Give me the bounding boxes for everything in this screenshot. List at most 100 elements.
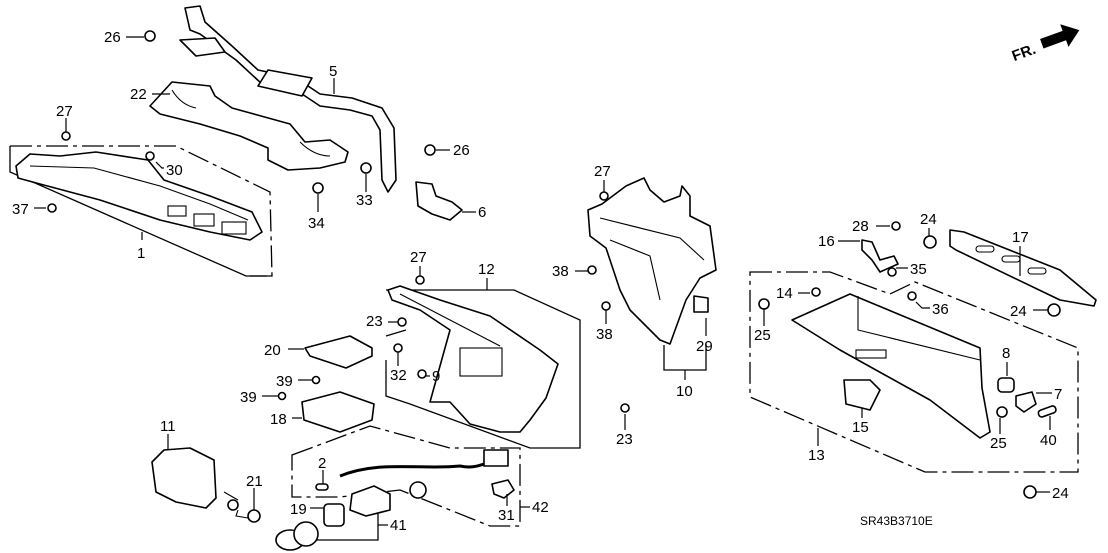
callout-24[interactable]: 24 xyxy=(1010,303,1027,320)
harness-socket[interactable] xyxy=(409,481,427,499)
screw-9[interactable] xyxy=(417,369,427,379)
screw-38b[interactable] xyxy=(601,301,611,311)
callout-12[interactable]: 12 xyxy=(478,261,495,278)
callout-15[interactable]: 15 xyxy=(852,419,869,436)
part-10-center-bracket[interactable] xyxy=(587,177,717,345)
part-6-bracket[interactable] xyxy=(415,181,463,221)
clip-14[interactable] xyxy=(811,287,821,297)
callout-16[interactable]: 16 xyxy=(818,233,835,250)
callout-1[interactable]: 1 xyxy=(137,245,145,262)
bolt-26b[interactable] xyxy=(424,144,436,156)
callout-9[interactable]: 9 xyxy=(432,368,440,385)
callout-23[interactable]: 23 xyxy=(616,431,633,448)
callout-25[interactable]: 25 xyxy=(990,435,1007,452)
callout-27[interactable]: 27 xyxy=(410,249,427,266)
clip-25b[interactable] xyxy=(996,406,1008,418)
callout-35[interactable]: 35 xyxy=(910,261,927,278)
callout-24[interactable]: 24 xyxy=(1052,485,1069,502)
callout-41[interactable]: 41 xyxy=(390,517,407,534)
part-2-bulb[interactable] xyxy=(315,483,329,491)
callout-11[interactable]: 11 xyxy=(160,418,176,435)
callout-7[interactable]: 7 xyxy=(1054,386,1062,403)
screw-23b[interactable] xyxy=(620,403,630,413)
callout-26[interactable]: 26 xyxy=(104,29,121,46)
part-7-hinge[interactable] xyxy=(1015,391,1037,413)
bolt-33[interactable] xyxy=(360,162,372,174)
callout-38[interactable]: 38 xyxy=(552,263,569,280)
bolt-24a[interactable] xyxy=(923,235,937,249)
nut-32[interactable] xyxy=(393,343,403,353)
part-40-pin[interactable] xyxy=(1037,405,1057,418)
callout-6[interactable]: 6 xyxy=(478,204,486,221)
callout-40[interactable]: 40 xyxy=(1040,432,1057,449)
nut-28[interactable] xyxy=(891,221,901,231)
callout-34[interactable]: 34 xyxy=(308,215,325,232)
clip-27b[interactable] xyxy=(599,191,609,201)
screw-39a[interactable] xyxy=(311,375,321,385)
callout-19[interactable]: 19 xyxy=(290,501,307,518)
callout-23[interactable]: 23 xyxy=(366,313,383,330)
part-19-bezel[interactable] xyxy=(323,503,345,527)
callout-29[interactable]: 29 xyxy=(696,338,713,355)
callout-21[interactable]: 21 xyxy=(246,473,263,490)
callout-18[interactable]: 18 xyxy=(270,411,287,428)
part-16-damper-bracket[interactable] xyxy=(861,239,899,273)
bolt-35[interactable] xyxy=(887,267,897,277)
clip-25a[interactable] xyxy=(758,298,770,310)
callout-2[interactable]: 2 xyxy=(318,455,326,472)
callout-26[interactable]: 26 xyxy=(453,142,470,159)
callout-8[interactable]: 8 xyxy=(1002,345,1010,362)
bolt-26a[interactable] xyxy=(144,30,156,42)
part-11-pocket[interactable] xyxy=(151,447,217,509)
callout-20[interactable]: 20 xyxy=(264,342,281,359)
callout-27[interactable]: 27 xyxy=(56,103,73,120)
part-41-lighter-socket[interactable] xyxy=(275,485,391,551)
clip-27a[interactable] xyxy=(61,131,71,141)
part-5-bracket-pipe[interactable] xyxy=(179,5,397,193)
callout-27[interactable]: 27 xyxy=(594,163,611,180)
callout-38[interactable]: 38 xyxy=(596,326,613,343)
part-12-lower-trim[interactable] xyxy=(387,285,559,433)
part-31-clip[interactable] xyxy=(491,479,515,499)
callout-32[interactable]: 32 xyxy=(390,367,407,384)
callout-39[interactable]: 39 xyxy=(276,373,293,390)
bolt-24c[interactable] xyxy=(1023,485,1037,499)
callout-22[interactable]: 22 xyxy=(130,86,147,103)
callout-13[interactable]: 13 xyxy=(808,447,825,464)
part-20-tray-lid[interactable] xyxy=(304,335,373,369)
callout-25[interactable]: 25 xyxy=(754,327,771,344)
callout-39[interactable]: 39 xyxy=(240,389,257,406)
callout-37[interactable]: 37 xyxy=(12,201,29,218)
callout-28[interactable]: 28 xyxy=(852,218,869,235)
part-18-tray[interactable] xyxy=(301,391,375,433)
callout-24[interactable]: 24 xyxy=(920,211,937,228)
harness-connector[interactable] xyxy=(483,449,509,467)
callout-33[interactable]: 33 xyxy=(356,192,373,209)
part-8-gear[interactable] xyxy=(997,377,1015,393)
callout-36[interactable]: 36 xyxy=(932,301,949,318)
clip-30[interactable] xyxy=(145,151,155,161)
callout-17[interactable]: 17 xyxy=(1012,229,1029,246)
part-1-dash-panel[interactable] xyxy=(15,151,263,241)
wire-harness[interactable] xyxy=(339,460,501,478)
part-13-glove-box[interactable] xyxy=(791,293,991,439)
callout-5[interactable]: 5 xyxy=(329,63,337,80)
screw-36[interactable] xyxy=(907,291,917,301)
fasteners xyxy=(47,30,1061,499)
part-15-latch[interactable] xyxy=(843,379,881,411)
clip-27c[interactable] xyxy=(415,275,425,285)
bolt-24b[interactable] xyxy=(1047,303,1061,317)
callout-10[interactable]: 10 xyxy=(676,383,693,400)
front-arrow-icon xyxy=(1040,24,1080,49)
screw-39b[interactable] xyxy=(277,391,287,401)
part-22-lower-bracket[interactable] xyxy=(149,81,349,171)
screw-23a[interactable] xyxy=(397,317,407,327)
screw-38a[interactable] xyxy=(587,265,597,275)
screw-37[interactable] xyxy=(47,203,57,213)
callout-14[interactable]: 14 xyxy=(776,285,793,302)
part-21-spring[interactable] xyxy=(223,491,261,523)
callout-42[interactable]: 42 xyxy=(532,499,549,516)
bolt-34[interactable] xyxy=(312,182,324,194)
callout-30[interactable]: 30 xyxy=(166,162,183,179)
callout-31[interactable]: 31 xyxy=(498,507,515,524)
